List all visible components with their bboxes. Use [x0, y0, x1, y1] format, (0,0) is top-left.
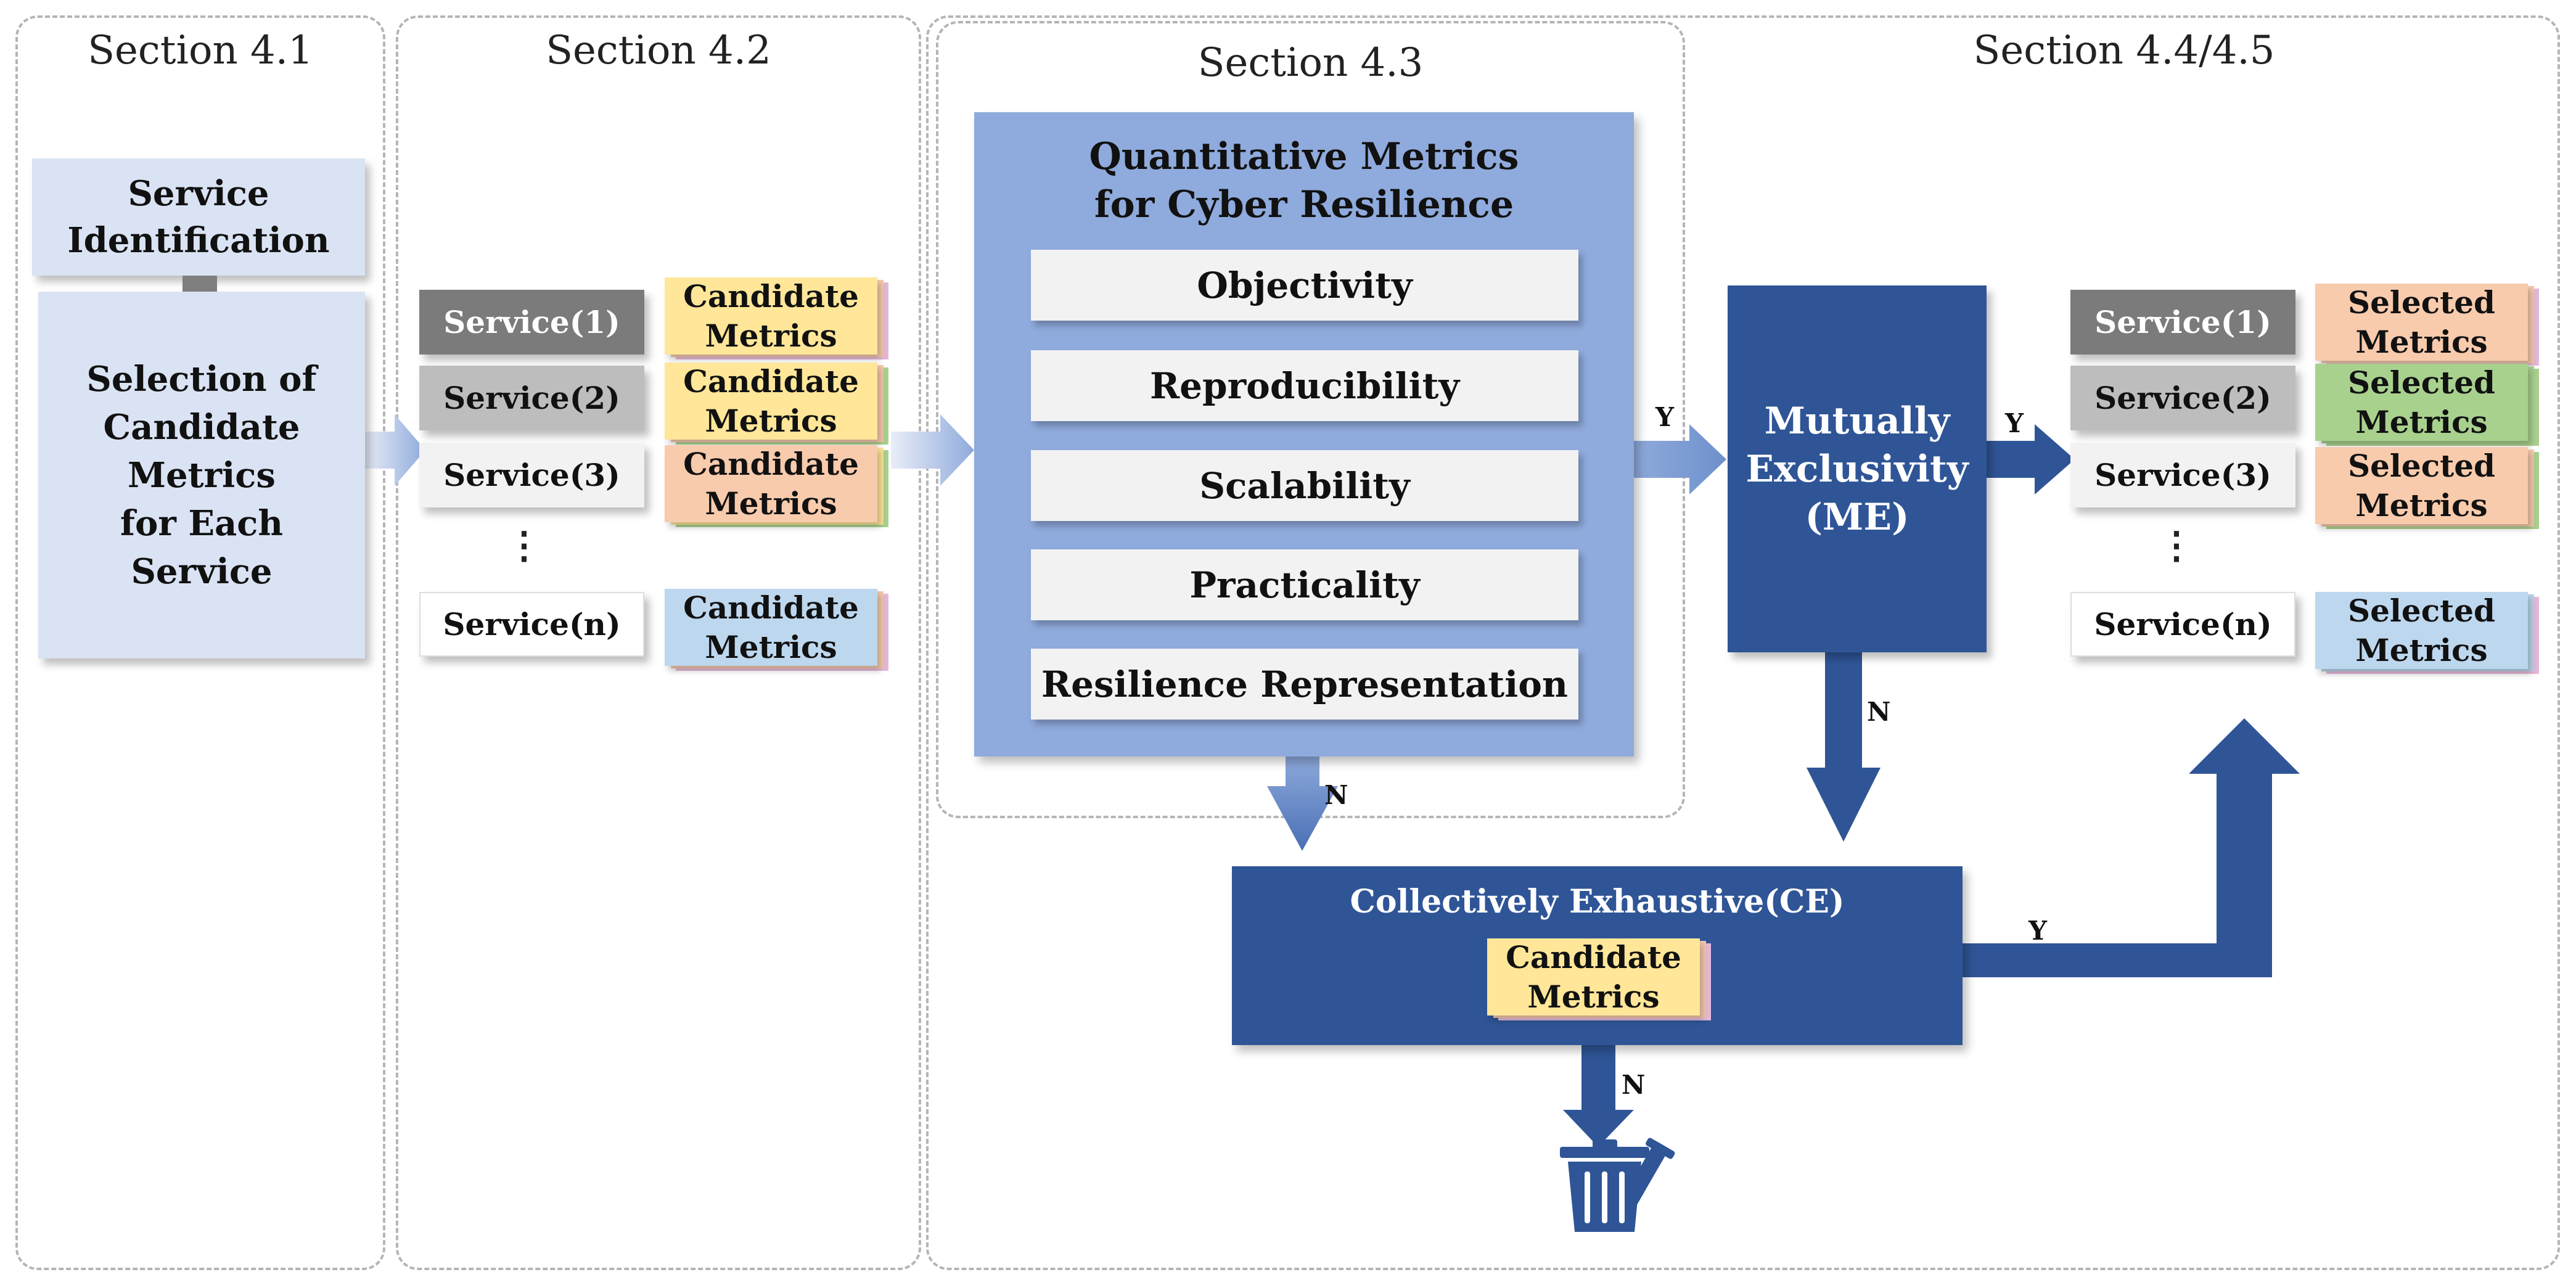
service-identification-box: Service Identification — [32, 158, 365, 276]
selection-candidate-metrics-box: Selection of Candidate Metrics for Each … — [38, 292, 365, 658]
label-n-quant-to-ce: N — [1324, 780, 1348, 810]
selected-service-n-box: Service(n) — [2070, 592, 2295, 657]
selected-label-2a: Selected — [2347, 364, 2496, 401]
service-identification-label: Service Identification — [67, 173, 330, 261]
quant-title-line-1: Quantitative Metrics — [1089, 135, 1519, 178]
label-y-ce-to-selected: Y — [2028, 916, 2047, 946]
selected-service-3-box: Service(3) — [2070, 443, 2295, 507]
candidate-metrics-stack-3: Candidate Metrics — [665, 445, 893, 528]
selected-service-1-box: Service(1) — [2070, 290, 2295, 355]
criterion-resilience-representation: Resilience Representation — [1031, 649, 1578, 720]
label-y-quant-to-me: Y — [1655, 402, 1674, 432]
quant-title-line-2: for Cyber Resilience — [1094, 183, 1514, 226]
section-4-4-panel — [926, 15, 2560, 1270]
ce-candidate-label-a: Candidate — [1506, 938, 1681, 975]
arrow-42-to-43 — [891, 414, 974, 486]
trash-can-icon — [1560, 1138, 1675, 1232]
section-4-1-title: Section 4.1 — [88, 28, 313, 73]
candidate-label-1b: Metrics — [705, 317, 837, 354]
criterion-reproducibility: Reproducibility — [1031, 350, 1578, 421]
selected-label-2b: Metrics — [2355, 403, 2488, 440]
selected-services-ellipsis: ⋮ — [2158, 524, 2195, 567]
candidate-label-na: Candidate — [683, 589, 859, 626]
selected-label-3b: Metrics — [2355, 486, 2488, 523]
criterion-objectivity: Objectivity — [1031, 250, 1578, 321]
arrow-quant-to-me — [1634, 424, 1726, 494]
arrow-me-to-ce — [1807, 650, 1881, 842]
selected-metrics-stack-3: Selected Metrics — [2315, 447, 2543, 530]
services-ellipsis: ⋮ — [506, 524, 543, 567]
ce-candidate-metrics-stack: Candidate Metrics — [1487, 938, 1715, 1022]
service-n-box: Service(n) — [419, 592, 644, 657]
mutually-exclusivity-box: Mutually Exclusivity (ME) — [1728, 285, 1987, 652]
label-n-me-to-ce: N — [1867, 697, 1891, 727]
section-4-2-title: Section 4.2 — [546, 28, 771, 73]
arrow-quant-to-ce — [1267, 755, 1338, 851]
service-2-box: Service(2) — [419, 366, 644, 430]
selection-line-5: Service — [131, 551, 273, 592]
label-n-ce-to-trash: N — [1622, 1070, 1646, 1100]
arrow-ce-to-selected — [1962, 718, 2300, 977]
service-1-box: Service(1) — [419, 290, 644, 355]
me-line-3: (ME) — [1805, 495, 1909, 539]
candidate-label-1a: Candidate — [683, 277, 859, 314]
candidate-label-nb: Metrics — [705, 628, 837, 665]
arrow-ce-to-trash — [1563, 1042, 1634, 1147]
quantitative-metrics-title: Quantitative Metrics for Cyber Resilienc… — [974, 133, 1634, 229]
criterion-practicality: Practicality — [1031, 549, 1578, 620]
selected-service-2-box: Service(2) — [2070, 366, 2295, 430]
candidate-metrics-stack-n: Candidate Metrics — [665, 589, 893, 672]
connector-stub — [183, 276, 217, 292]
selected-metrics-stack-1: Selected Metrics — [2315, 284, 2543, 367]
criterion-scalability: Scalability — [1031, 450, 1578, 521]
section-4-3-title: Section 4.3 — [1197, 40, 1424, 86]
service-3-box: Service(3) — [419, 443, 644, 507]
selected-label-1b: Metrics — [2355, 323, 2488, 360]
arrow-me-to-selected — [1985, 424, 2075, 494]
me-line-2: Exclusivity — [1745, 447, 1969, 491]
candidate-metrics-stack-1: Candidate Metrics — [665, 277, 893, 361]
selection-line-3: Metrics — [128, 454, 276, 496]
candidate-metrics-stack-2: Candidate Metrics — [665, 363, 893, 446]
ce-candidate-label-b: Metrics — [1527, 978, 1660, 1015]
section-4-2-panel — [396, 15, 921, 1270]
ce-title: Collectively Exhaustive(CE) — [1350, 883, 1845, 921]
arrow-41-to-42 — [364, 414, 425, 486]
selected-label-nb: Metrics — [2355, 631, 2488, 668]
selected-metrics-stack-n: Selected Metrics — [2315, 592, 2543, 675]
candidate-label-3b: Metrics — [705, 485, 837, 522]
me-line-1: Mutually — [1764, 399, 1950, 443]
selection-line-4: for Each — [120, 503, 284, 544]
label-y-me-to-selected: Y — [2005, 408, 2024, 438]
section-4-4-5-title: Section 4.4/4.5 — [1973, 28, 2275, 73]
selected-label-3a: Selected — [2347, 447, 2496, 484]
selected-label-1a: Selected — [2347, 284, 2496, 321]
candidate-label-2a: Candidate — [683, 363, 859, 400]
candidate-label-2b: Metrics — [705, 402, 837, 439]
selected-metrics-stack-2: Selected Metrics — [2315, 364, 2543, 447]
selection-line-2: Candidate — [103, 406, 300, 448]
candidate-label-3a: Candidate — [683, 445, 859, 482]
selected-label-na: Selected — [2347, 592, 2496, 629]
section-4-1-panel — [15, 15, 385, 1270]
selection-line-1: Selection of — [86, 358, 317, 400]
